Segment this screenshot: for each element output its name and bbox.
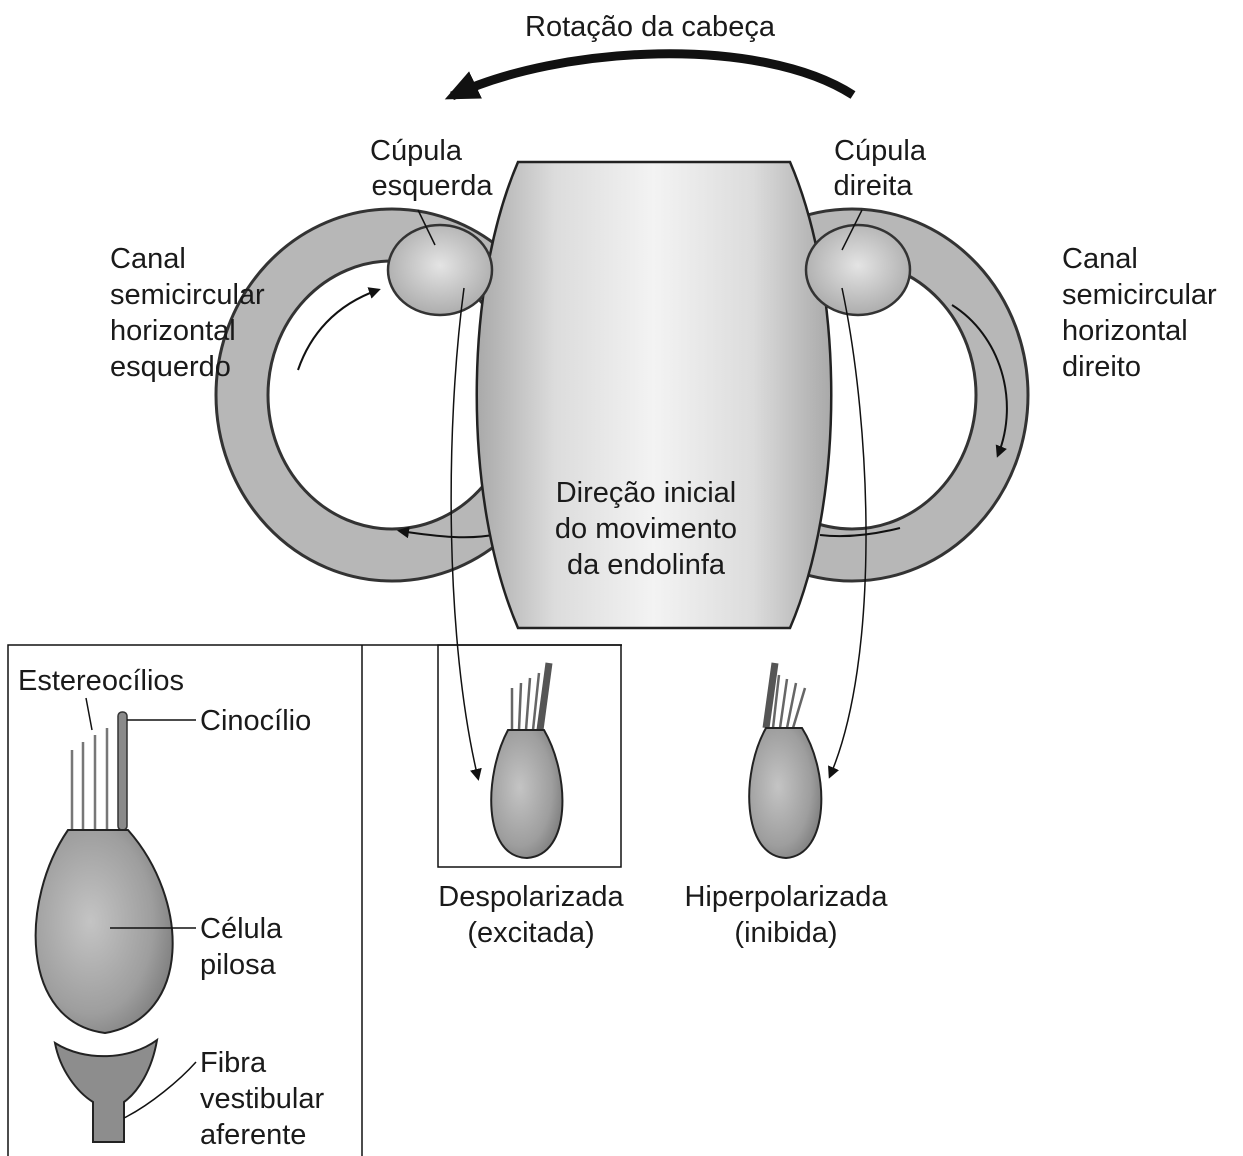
afferent-fiber-label-1: Fibra [200,1047,267,1079]
inset-hair-cell [36,712,173,1142]
right-cupula [806,225,910,315]
left-cupula [388,225,492,315]
left-canal-flow-arrow [298,290,378,370]
hyperpolarized-label-2: (inibida) [734,917,837,949]
canal-left-label-3: horizontal [110,315,236,347]
cupula-right-label-2: direita [834,170,914,202]
depolarized-label-1: Despolarizada [438,881,624,913]
stereocilia-label: Estereocílios [18,665,184,697]
canal-right-label-4: direito [1062,351,1141,383]
stereocilia-leader [86,698,92,730]
hyperpolarized-label-1: Hiperpolarizada [684,881,888,913]
kinocilium-label: Cinocílio [200,705,311,737]
afferent-fiber-label-3: aferente [200,1119,306,1151]
afferent-fiber-label-2: vestibular [200,1083,324,1115]
endolymph-label-3: da endolinfa [567,549,726,581]
depolarized-hair-cell [491,663,562,858]
cupula-right-label-1: Cúpula [834,135,927,167]
canal-left-label-4: esquerdo [110,351,231,383]
hyperpolarized-hair-cell [749,663,821,858]
endolymph-label-2: do movimento [555,513,737,545]
canal-right-label-3: horizontal [1062,315,1188,347]
cupula-left-label-2: esquerda [372,170,494,202]
hair-cell-label-2: pilosa [200,949,277,981]
hair-cell-label-1: Célula [200,913,283,945]
depolarized-label-2: (excitada) [467,917,594,949]
endolymph-label-1: Direção inicial [556,477,737,509]
head-rotation-title: Rotação da cabeça [525,11,776,43]
canal-left-label-1: Canal [110,243,186,275]
canal-right-label-1: Canal [1062,243,1138,275]
canal-left-label-2: semicircular [110,279,265,311]
canal-right-label-2: semicircular [1062,279,1217,311]
head-rotation-arrow [452,54,853,96]
cupula-left-label-1: Cúpula [370,135,463,167]
